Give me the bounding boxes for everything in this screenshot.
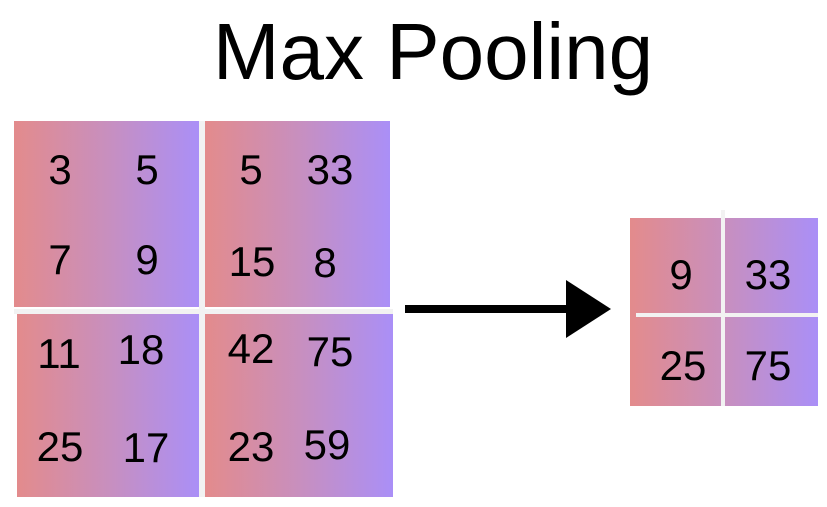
- arrow-head: [566, 280, 611, 338]
- input-cell: 7: [48, 236, 72, 283]
- input-cell: 18: [117, 326, 165, 373]
- page-title: Max Pooling: [212, 7, 654, 96]
- output-cell: 33: [744, 251, 792, 298]
- input-cell: 5: [135, 146, 159, 193]
- input-grid-horizontal-divider: [14, 309, 393, 314]
- output-grid-horizontal-divider: [636, 313, 818, 317]
- input-cell: 75: [306, 328, 354, 375]
- output-cell: 9: [669, 251, 693, 298]
- input-cell: 23: [227, 423, 275, 470]
- output-grid-vertical-divider: [721, 210, 725, 406]
- input-cell: 11: [37, 330, 81, 377]
- input-cell: 42: [227, 325, 275, 372]
- output-cell: 25: [659, 342, 707, 389]
- input-cell: 5: [239, 146, 263, 193]
- input-cell: 25: [36, 423, 84, 470]
- input-cell: 17: [122, 424, 170, 471]
- input-quadrant-top-left: [14, 121, 199, 307]
- arrow-shaft: [405, 305, 573, 313]
- input-cell: 8: [313, 239, 337, 286]
- input-quadrant-top-right: [205, 121, 390, 307]
- input-cell: 33: [306, 146, 354, 193]
- input-cell: 15: [228, 238, 276, 285]
- input-cell: 59: [303, 421, 351, 468]
- input-quadrant-bottom-left: [17, 314, 199, 497]
- output-cell: 75: [744, 342, 792, 389]
- input-quadrant-bottom-right: [205, 314, 393, 497]
- input-cell: 3: [48, 146, 72, 193]
- input-cell: 9: [135, 236, 159, 283]
